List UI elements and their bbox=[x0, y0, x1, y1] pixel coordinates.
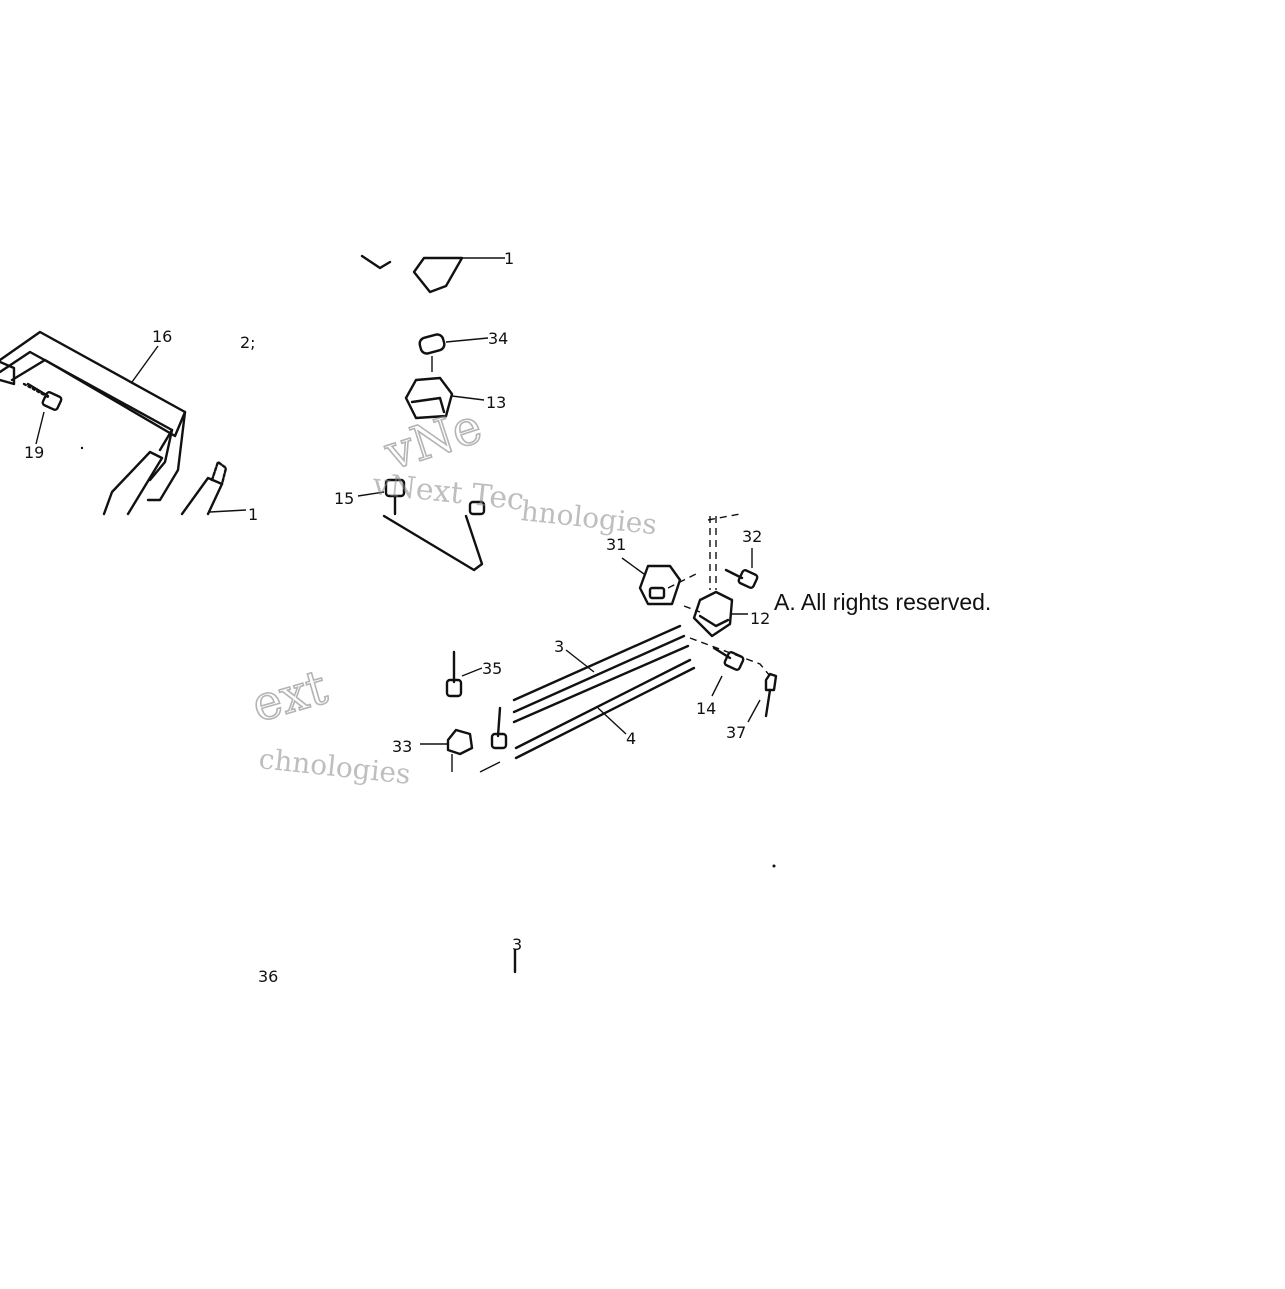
callout-13: 13 bbox=[486, 393, 506, 412]
callout-16: 16 bbox=[152, 327, 172, 346]
bolt-part-32 bbox=[724, 548, 759, 589]
callout-12: 12 bbox=[750, 609, 770, 628]
cap-part-34 bbox=[418, 333, 489, 372]
callout-23: 2; bbox=[240, 333, 256, 352]
watermark-line-b: hnologies bbox=[519, 494, 658, 541]
callout-35: 35 bbox=[482, 659, 502, 678]
dot-mark bbox=[80, 446, 776, 868]
callout-36: 36 bbox=[258, 967, 278, 986]
callout-14: 14 bbox=[696, 699, 716, 718]
callout-mid-fragment: 1 bbox=[248, 505, 258, 524]
hose-part-3 bbox=[512, 624, 690, 724]
callout-31: 31 bbox=[606, 535, 626, 554]
callout-19: 19 bbox=[24, 443, 44, 462]
callout-32: 32 bbox=[742, 527, 762, 546]
callout-3: 3 bbox=[554, 637, 564, 656]
callout-bottom-fragment: 3 bbox=[512, 935, 522, 954]
watermark-line-e: vNe bbox=[377, 398, 488, 482]
watermark-line-d: chnologies bbox=[257, 742, 412, 791]
callout-33: 33 bbox=[392, 737, 412, 756]
watermark-line-c: ext bbox=[246, 659, 333, 733]
callout-15: 15 bbox=[334, 489, 354, 508]
bolt-part-14 bbox=[711, 646, 745, 697]
clamp-part-left bbox=[180, 460, 247, 516]
bolt-part-15 bbox=[357, 478, 406, 516]
callout-top-fragment: 1 bbox=[504, 249, 514, 268]
knob-part-33 bbox=[420, 728, 474, 756]
handle-frame-part-16 bbox=[0, 330, 187, 516]
callout-4: 4 bbox=[626, 729, 636, 748]
pin-pair-left bbox=[451, 706, 508, 773]
bolt-part-19 bbox=[22, 382, 63, 445]
hose-part-4 bbox=[514, 658, 696, 760]
pin-part-37 bbox=[747, 672, 778, 723]
callout-34: 34 bbox=[488, 329, 508, 348]
belt-lower-middle bbox=[382, 500, 486, 572]
copyright-notice: A. All rights reserved. bbox=[774, 589, 991, 615]
rivet-part-35 bbox=[445, 650, 483, 698]
bracket-top bbox=[360, 254, 505, 294]
grip-part-31 bbox=[621, 557, 682, 606]
clamp-part-12 bbox=[692, 590, 748, 638]
callout-37: 37 bbox=[726, 723, 746, 742]
holder-part-13 bbox=[404, 376, 485, 420]
